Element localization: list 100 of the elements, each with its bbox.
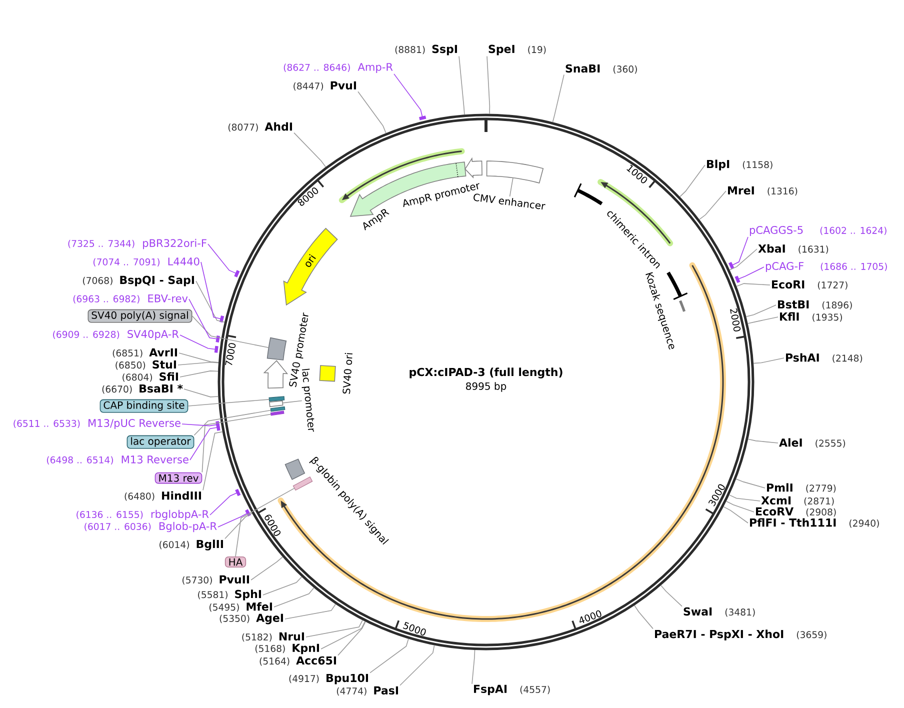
leader-line bbox=[738, 266, 764, 280]
site-label: PmlI (2779) bbox=[767, 483, 836, 493]
leader-line bbox=[370, 638, 409, 674]
leader-line bbox=[210, 492, 238, 516]
leader-line bbox=[729, 248, 758, 270]
leader-line bbox=[732, 236, 748, 266]
feature-tag: CAP binding site bbox=[100, 399, 188, 413]
leader-line bbox=[178, 362, 219, 366]
leader-line bbox=[180, 334, 216, 350]
primer-mark bbox=[214, 346, 218, 353]
tick-label: 5000 bbox=[402, 622, 426, 636]
primer-label: (7325 .. 7344) pBR322ori-F bbox=[68, 238, 206, 250]
leader-line bbox=[726, 500, 754, 512]
site-label: SwaI (3481) bbox=[684, 607, 755, 617]
leader-line bbox=[358, 91, 386, 134]
site-label: BstBI (1896) bbox=[778, 300, 852, 310]
feature-tag: SV40 poly(A) signal bbox=[88, 309, 192, 323]
site-label: (6804) SfiI bbox=[122, 372, 178, 382]
feature-block: ori bbox=[283, 228, 338, 306]
primer-mark bbox=[235, 488, 241, 496]
primer-label: pCAGGS-5 (1602 .. 1624) bbox=[750, 226, 886, 236]
primer-mark bbox=[728, 262, 734, 270]
leader-line bbox=[746, 304, 776, 318]
site-label: (5730) PvuII bbox=[182, 575, 249, 585]
primer-label: (8627 .. 8646) Amp-R bbox=[284, 63, 393, 73]
site-label: SnaBI (360) bbox=[566, 64, 637, 74]
leader-line bbox=[736, 283, 770, 287]
site-label: PaeR7I - PspXI - XhoI (3659) bbox=[655, 630, 826, 640]
tick-label: 6000 bbox=[264, 514, 281, 536]
site-label: MreI (1316) bbox=[728, 186, 798, 196]
tick-label: 2000 bbox=[730, 308, 741, 332]
leader-line bbox=[736, 478, 766, 488]
leader-line bbox=[728, 494, 760, 502]
site-label: PflFI - Tth111I (2940) bbox=[750, 518, 879, 528]
site-label: (6850) StuI bbox=[116, 360, 176, 370]
leader-line bbox=[552, 74, 564, 123]
primer-label: (6017 .. 6036) Bglob-pA-R bbox=[84, 522, 217, 532]
leader-line bbox=[458, 56, 465, 116]
leader-line bbox=[486, 56, 490, 114]
leader-line bbox=[306, 620, 363, 638]
primer-label: (6963 .. 6982) EBV-rev bbox=[73, 294, 188, 304]
site-label: FspAI (4557) bbox=[474, 684, 550, 696]
site-label: AleI (2555) bbox=[779, 438, 846, 448]
leader-line bbox=[202, 414, 272, 473]
leader-line bbox=[338, 621, 366, 656]
site-label: PshAI (2148) bbox=[786, 353, 862, 363]
leader-line bbox=[188, 399, 270, 406]
leader-line bbox=[235, 488, 295, 557]
site-label: XbaI (1631) bbox=[758, 244, 828, 254]
site-label: BlpI (1158) bbox=[707, 160, 772, 170]
leader-line bbox=[680, 164, 706, 198]
leader-line bbox=[208, 244, 236, 274]
feature-bar bbox=[270, 410, 284, 416]
feature-label: lac promoter bbox=[302, 368, 314, 432]
feature-bar bbox=[268, 396, 285, 402]
primer-label: (6136 .. 6155) rbglobpA-R bbox=[76, 510, 209, 520]
leader-line bbox=[200, 262, 221, 320]
site-label: SpeI (19) bbox=[488, 44, 546, 56]
leader-line bbox=[182, 424, 217, 426]
primer-label: (6909 .. 6928) SV40pA-R bbox=[53, 330, 179, 340]
primer-mark bbox=[216, 336, 220, 343]
site-label: (6480) HindIII bbox=[124, 491, 201, 501]
leader-line bbox=[394, 74, 423, 118]
site-label: (5581) SphI bbox=[198, 590, 261, 600]
leader-line bbox=[190, 427, 218, 460]
leader-line bbox=[188, 298, 217, 340]
site-label: (6670) BsaBI * bbox=[102, 384, 183, 394]
feature-tag: M13 rev bbox=[154, 472, 202, 484]
site-label: (6851) AvrII bbox=[112, 348, 177, 358]
leader-line bbox=[284, 604, 336, 620]
leader-line bbox=[747, 316, 778, 324]
site-label: (6014) BglII bbox=[160, 540, 223, 550]
leader-line bbox=[294, 132, 326, 168]
site-label: (8447) PvuI bbox=[294, 81, 356, 91]
leader-line bbox=[320, 621, 366, 650]
leader-line bbox=[400, 644, 435, 686]
primer-label: (6511 .. 6533) M13/pUC Reverse bbox=[14, 419, 180, 430]
site-label: (4917) Bpu10I bbox=[289, 674, 368, 684]
site-label: (4774) PasI bbox=[336, 686, 398, 696]
site-label: EcoRV (2908) bbox=[756, 507, 836, 517]
leader-line bbox=[196, 280, 225, 323]
leader-line bbox=[224, 512, 252, 540]
tick-label: 4000 bbox=[580, 610, 602, 624]
leader-line bbox=[660, 584, 682, 607]
site-label: (7068) BspQI - SapI bbox=[82, 276, 194, 286]
site-label: (5495) MfeI bbox=[209, 602, 272, 612]
primer-mark bbox=[245, 509, 251, 516]
feature-box bbox=[266, 337, 287, 360]
primer-label: (6498 .. 6514) M13 Reverse bbox=[46, 455, 188, 465]
site-label: KflI (1935) bbox=[780, 312, 842, 322]
tick-label: 7000 bbox=[225, 343, 236, 366]
size-label: 8995 bp bbox=[466, 382, 506, 392]
leader-line bbox=[634, 605, 654, 630]
site-label: XcmI (2871) bbox=[761, 496, 834, 506]
leader-line bbox=[748, 438, 778, 444]
primer-label: (7074 .. 7091) L4440 bbox=[93, 257, 200, 267]
leader-line bbox=[472, 650, 476, 684]
leader-line bbox=[282, 400, 302, 404]
site-label: EcoRI (1727) bbox=[772, 280, 848, 290]
feature-box bbox=[269, 400, 284, 408]
